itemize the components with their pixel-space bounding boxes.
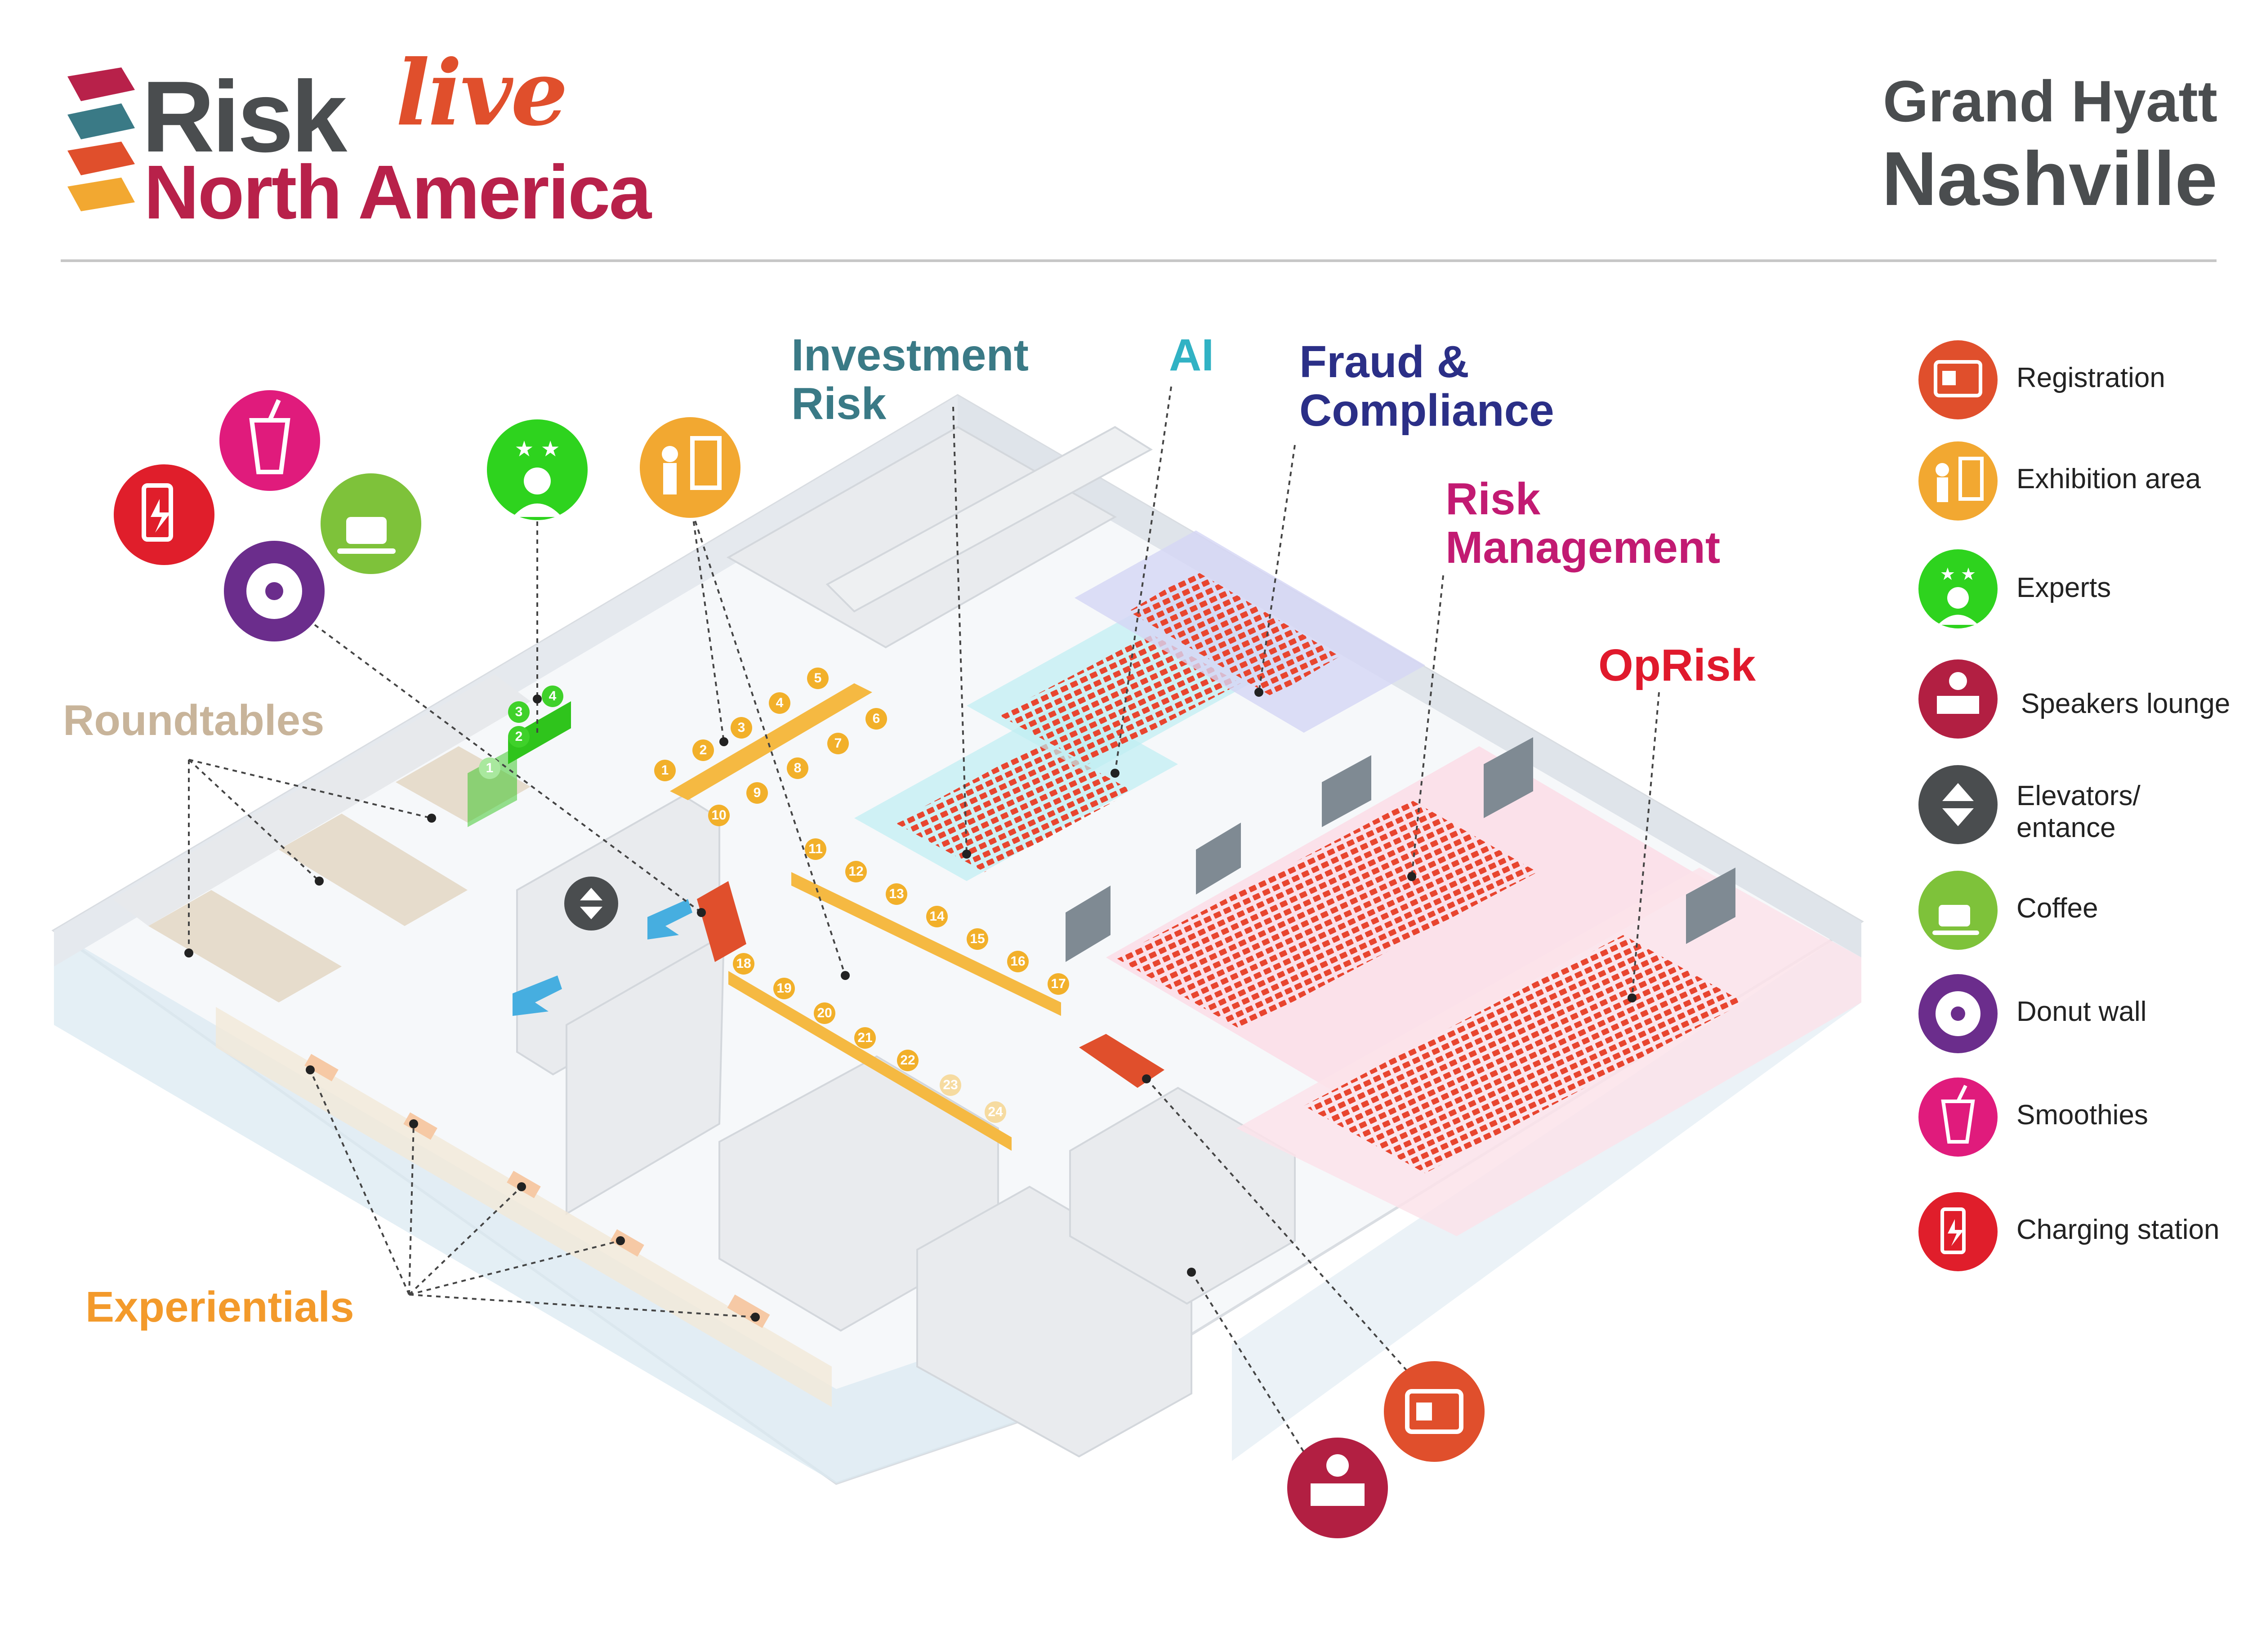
legend-label-donut-wall: Donut wall: [2016, 996, 2147, 1027]
fraud-compliance-room: [1075, 530, 1425, 733]
booth-number: 24: [985, 1101, 1006, 1123]
legend-label-exhibition: Exhibition area: [2016, 463, 2201, 494]
map-smoothie-icon: [219, 390, 320, 491]
map-experts-icon: ★ ★: [487, 419, 588, 520]
booth-number: 22: [897, 1050, 919, 1071]
venue-city: Nashville: [1882, 136, 2218, 222]
zone-label-oprisk: OpRisk: [1598, 640, 1756, 690]
legend-label-elevators: Elevators/ entance: [2016, 780, 2141, 844]
legend-smoothie-icon: [1918, 1078, 1998, 1157]
map-registration-icon: [1384, 1361, 1485, 1462]
logo-ribbon-mark: [67, 67, 135, 211]
legend-label-smoothies: Smoothies: [2016, 1100, 2148, 1131]
booth-number: 18: [733, 953, 754, 975]
booth-number: 13: [886, 883, 907, 905]
zone-label-experientials: Experientials: [85, 1283, 354, 1331]
legend-label-speakers-lounge: Speakers lounge: [2021, 688, 2230, 719]
booth-number: 11: [805, 838, 826, 860]
booth-number: 23: [940, 1074, 961, 1096]
map-speakers-lounge-icon: [1287, 1438, 1388, 1538]
legend-charging-icon: [1918, 1192, 1998, 1271]
zone-label-roundtables: Roundtables: [63, 696, 325, 744]
zone-label-fraud-line1: Fraud &: [1299, 337, 1469, 387]
booth-number: 10: [708, 805, 730, 826]
legend-label-charging-station: Charging station: [2016, 1214, 2220, 1245]
booth-number: 1: [654, 760, 676, 781]
zone-label-fraud-compliance: Fraud & Compliance: [1299, 339, 1554, 433]
booth-number: 17: [1048, 973, 1069, 995]
zone-label-investment-risk: Investment Risk: [791, 333, 1029, 426]
booth-number: 8: [787, 757, 808, 779]
inner-rooms: [516, 426, 1296, 1458]
leader-lines: [188, 386, 1660, 1453]
logo-word-north-america: North America: [144, 150, 651, 235]
stage-screens: [1066, 737, 1735, 962]
map-coffee-icon: [321, 473, 421, 574]
logo-word-live: live: [396, 40, 568, 146]
legend-donut-icon: [1918, 974, 1998, 1053]
expert-booth-number: 4: [542, 686, 563, 707]
booth-number: 21: [854, 1027, 876, 1049]
map-elevator-icon: [564, 877, 618, 931]
experientials-rooms: [216, 1007, 832, 1407]
booth-number: 20: [814, 1002, 835, 1024]
zone-label-investment-risk-line1: Investment: [791, 330, 1029, 380]
map-donut-icon: [224, 541, 325, 641]
exhibition-booths: [670, 683, 1061, 1151]
booth-number: 6: [865, 708, 887, 730]
zone-label-ai: AI: [1169, 330, 1214, 380]
legend-label-coffee: Coffee: [2016, 893, 2098, 924]
legend-experts-icon: ★ ★: [1918, 549, 1998, 628]
entrance-arrows: [513, 899, 692, 1016]
map-charging-icon: [114, 464, 214, 565]
booth-number: 4: [769, 692, 790, 714]
leader-dots: [184, 688, 1637, 1322]
legend-label-experts: Experts: [2016, 572, 2111, 603]
expert-booth-number: 3: [508, 701, 530, 723]
booth-number: 14: [926, 906, 948, 927]
booth-number: 16: [1007, 951, 1029, 972]
zone-label-risk-management: Risk Management: [1445, 476, 1720, 570]
registration-desks: [697, 881, 1164, 1088]
map-exhibition-icon: [640, 417, 740, 518]
booth-number: 19: [773, 978, 795, 999]
venue-name: Grand Hyatt: [1882, 68, 2217, 134]
zone-label-investment-risk-line2: Risk: [791, 378, 887, 429]
booth-number: 3: [731, 717, 752, 739]
booth-number: 5: [807, 668, 829, 689]
booth-number: 9: [746, 782, 768, 804]
zone-label-risk-management-line2: Management: [1445, 522, 1721, 573]
zone-label-risk-management-line1: Risk: [1445, 474, 1541, 524]
booth-number: 12: [845, 861, 867, 882]
zone-label-fraud-line2: Compliance: [1299, 385, 1554, 436]
svg-text:★ ★: ★ ★: [514, 436, 560, 462]
expert-booth-number: 1: [479, 757, 500, 779]
svg-text:★ ★: ★ ★: [1940, 564, 1976, 584]
legend-speakers-lounge-icon: [1918, 659, 1998, 739]
legend-coffee-icon: [1918, 871, 1998, 950]
logo-word-risk: Risk: [142, 60, 347, 173]
booth-number: 2: [692, 739, 714, 761]
legend-exhibition-icon: [1918, 441, 1998, 521]
legend-elevator-icon: [1918, 765, 1998, 844]
legend-registration-icon: [1918, 340, 1998, 419]
legend-label-registration: Registration: [2016, 362, 2165, 393]
booth-number: 15: [967, 928, 988, 950]
booth-number: 7: [827, 733, 849, 754]
risk-management-room: [1106, 746, 1708, 1092]
expert-booth-number: 2: [508, 726, 530, 748]
